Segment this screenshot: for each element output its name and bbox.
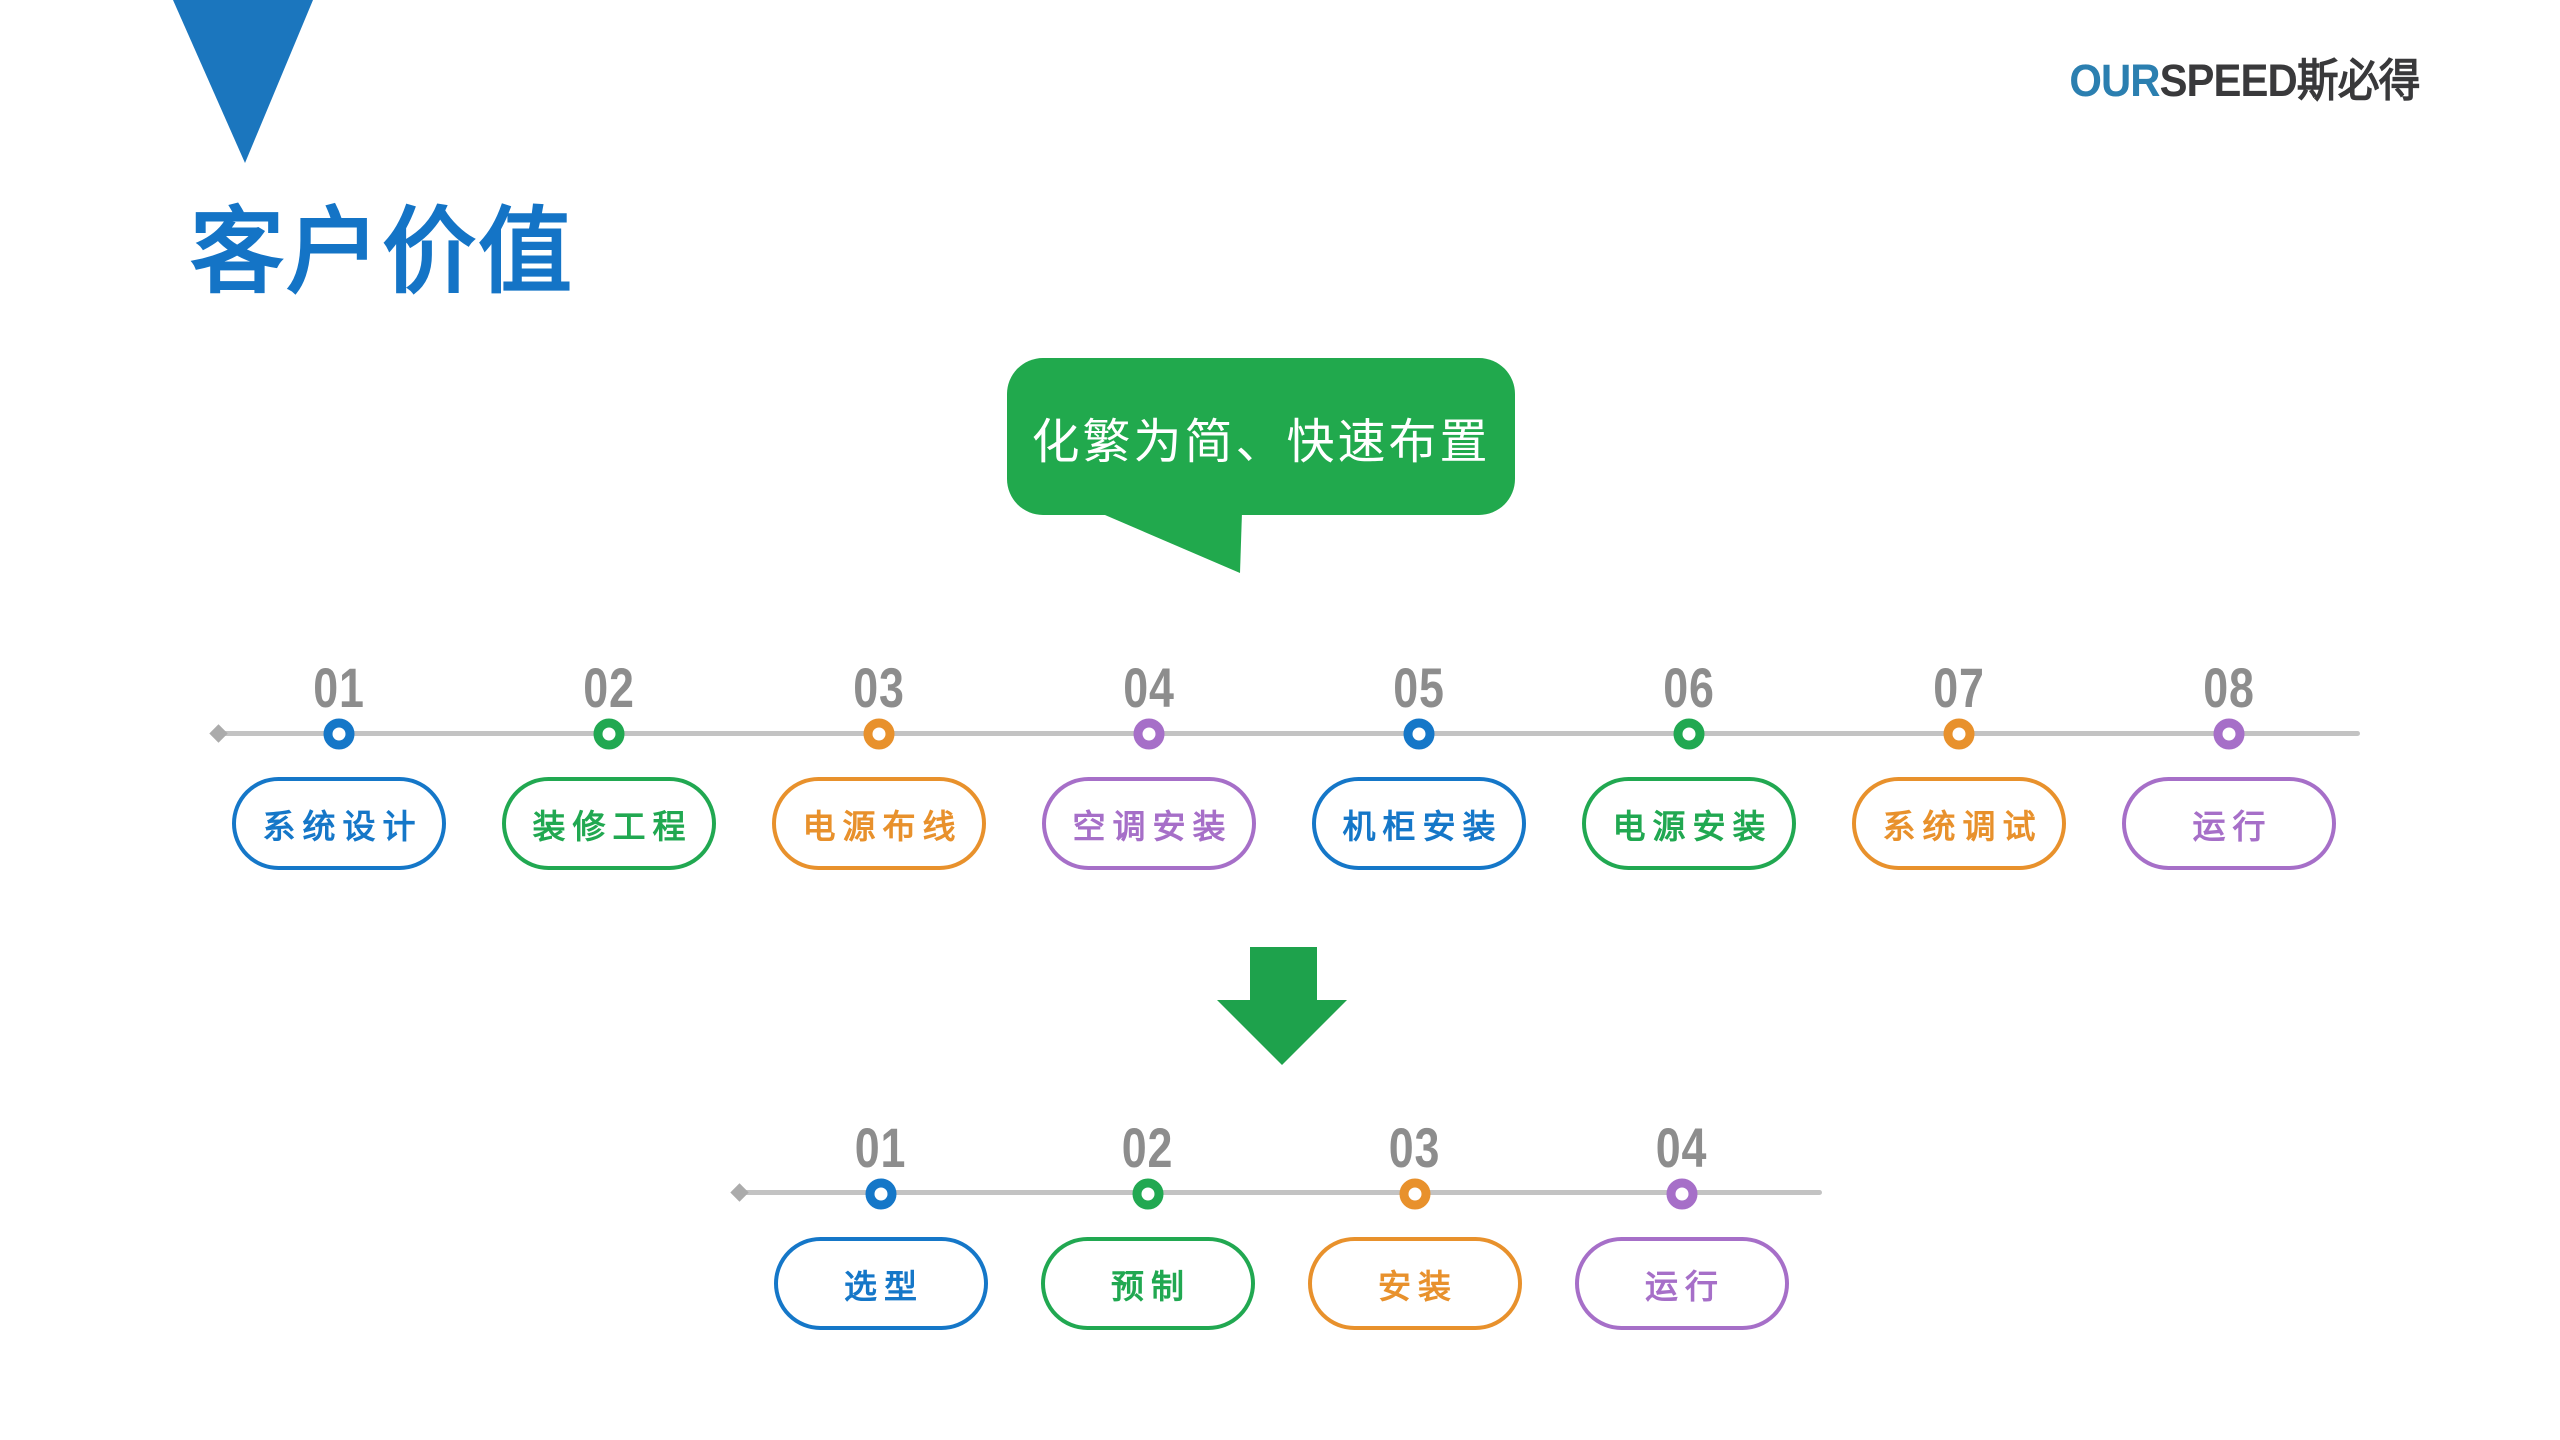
step-pill: 机柜安装 [1312,777,1526,870]
step-dot [593,718,625,750]
step-dot [1943,718,1975,750]
callout-bubble-tail [1098,512,1242,573]
brand-logo: OURSPEED斯必得 [2069,55,2421,106]
step-pill: 运行 [2122,777,2336,870]
step-number: 08 [2203,656,2255,719]
step-number: 05 [1393,656,1445,719]
step-label: 选型 [844,1267,924,1305]
step-number: 02 [1121,1116,1174,1179]
down-arrow-icon [1217,947,1347,1065]
step-dot [1132,1178,1163,1210]
step-number: 07 [1933,656,1985,719]
step-label: 安装 [1378,1267,1458,1305]
step-pill: 电源布线 [772,777,986,870]
brand-logo-speed: SPEED斯必得 [2160,55,2421,106]
page-title: 客户价值 [190,199,575,304]
step-label: 电源安装 [1612,807,1773,845]
brand-logo-our: OUR [2069,55,2161,106]
step-pill: 系统调试 [1852,777,2066,870]
callout-text: 化繁为简、快速布置 [1031,415,1491,469]
step-label: 运行 [1645,1267,1725,1305]
step-label: 预制 [1111,1267,1191,1305]
step-label: 机柜安装 [1342,807,1503,845]
step-pill: 系统设计 [232,777,446,870]
timeline-top-line [216,731,2360,736]
timeline-bottom-line [737,1190,1822,1195]
step-number: 02 [583,656,635,719]
step-dot [2213,718,2245,750]
step-pill: 空调安装 [1042,777,1256,870]
step-number: 01 [313,656,365,719]
step-label: 运行 [2192,807,2273,845]
step-number: 06 [1663,656,1715,719]
step-number: 04 [1123,656,1175,719]
step-label: 系统设计 [262,807,423,845]
step-number: 04 [1655,1116,1708,1179]
step-pill: 运行 [1574,1237,1789,1330]
step-number: 03 [853,656,905,719]
step-pill: 预制 [1040,1237,1255,1330]
step-dot [1399,1178,1430,1210]
callout-bubble: 化繁为简、快速布置 [1007,358,1515,515]
step-label: 空调安装 [1072,807,1233,845]
step-number: 03 [1388,1116,1441,1179]
step-dot [1133,718,1165,750]
step-pill: 电源安装 [1582,777,1796,870]
step-pill: 安装 [1307,1237,1522,1330]
step-number: 01 [854,1116,907,1179]
corner-triangle-decoration [173,0,313,163]
timeline-bottom-start-diamond [730,1183,749,1202]
step-label: 系统调试 [1882,807,2043,845]
step-pill: 装修工程 [502,777,716,870]
step-dot [1403,718,1435,750]
step-dot [1666,1178,1697,1210]
step-dot [863,718,895,750]
step-label: 电源布线 [802,807,963,845]
step-pill: 选型 [773,1237,988,1330]
step-dot [865,1178,896,1210]
step-dot [323,718,355,750]
step-label: 装修工程 [532,807,693,845]
step-dot [1673,718,1705,750]
